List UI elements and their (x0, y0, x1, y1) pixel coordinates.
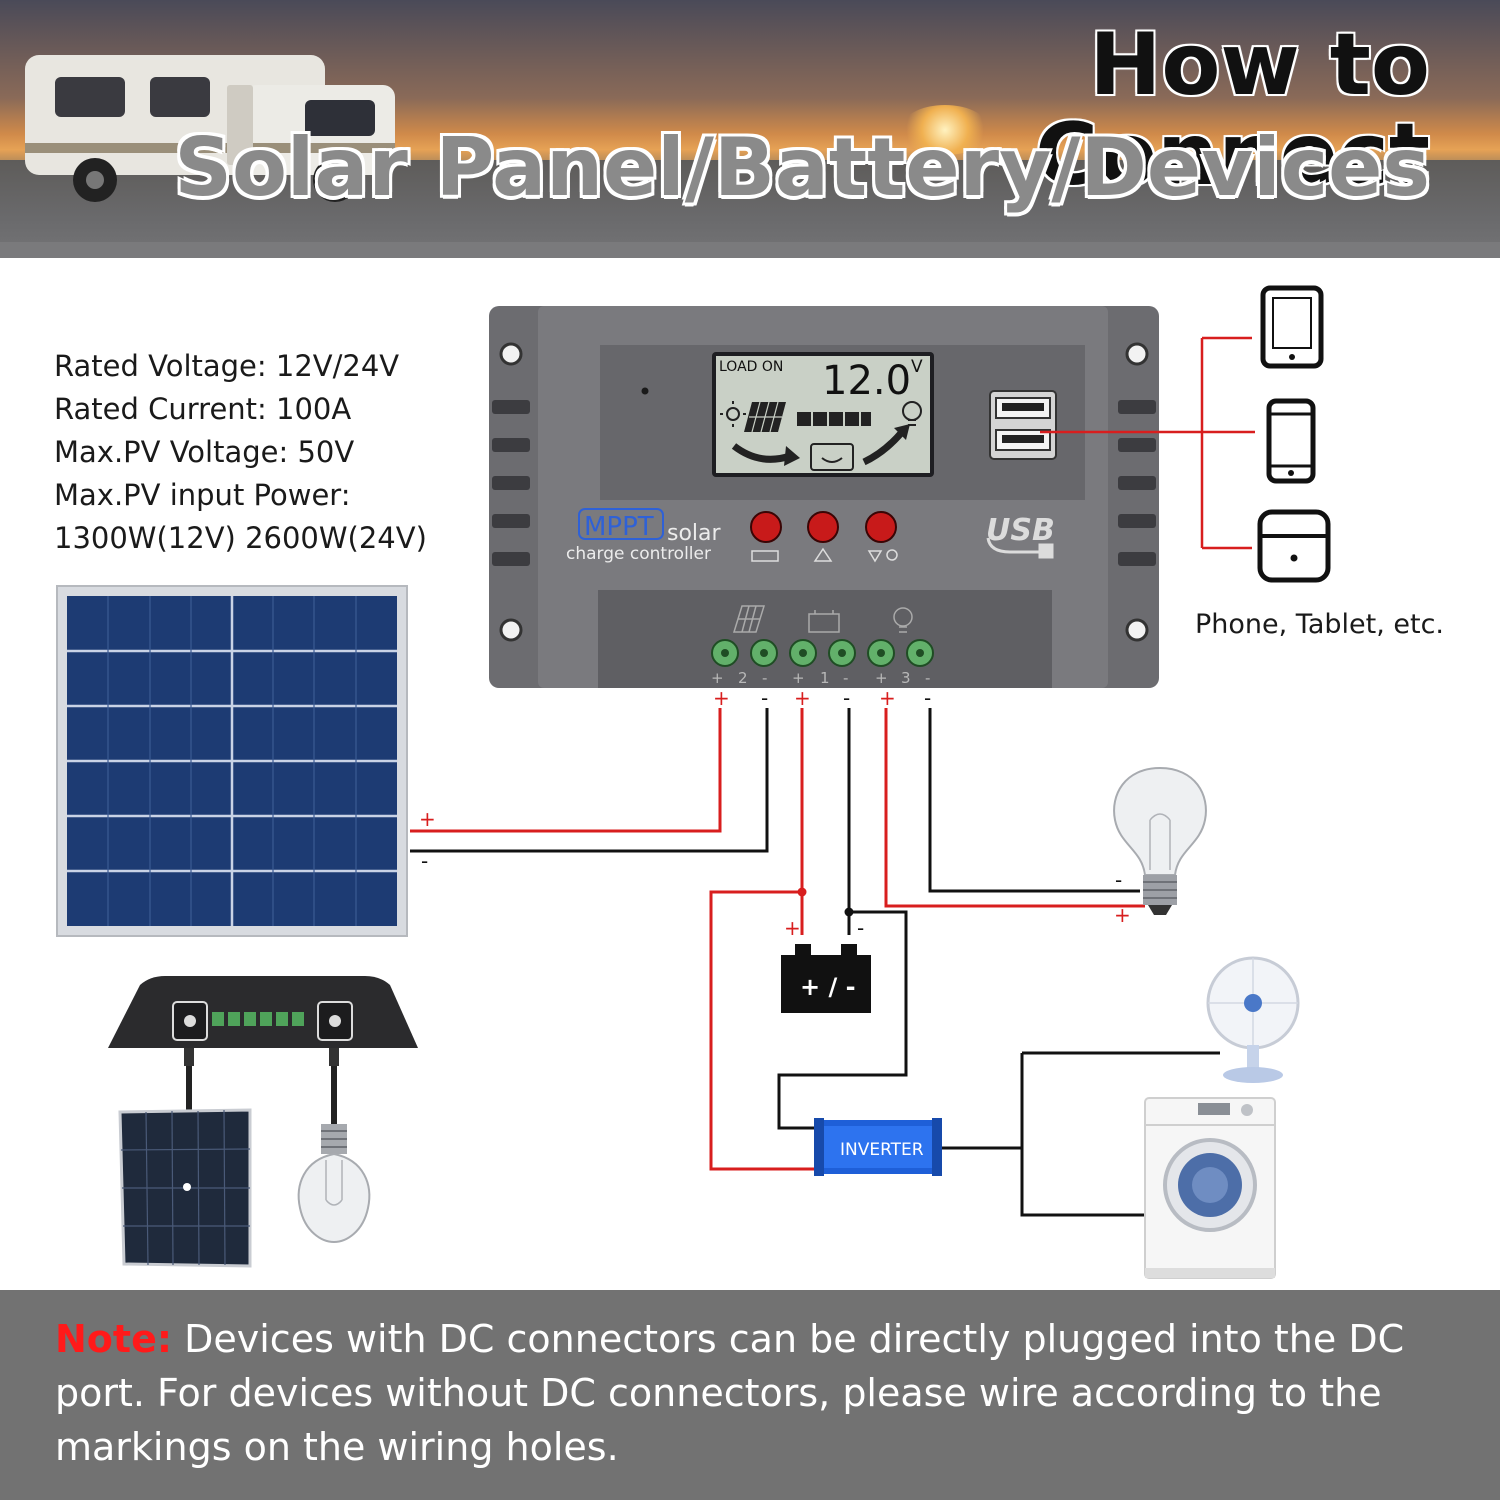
junction-dot-negative (844, 907, 854, 917)
header-banner (0, 0, 1500, 258)
load-positive-wire (884, 708, 1145, 908)
note-label: Note: (55, 1317, 173, 1361)
marker-plus: + (879, 686, 896, 710)
marker-minus: - (843, 686, 850, 710)
controller-subtitle: charge controller (566, 544, 711, 564)
junction-dot-positive (797, 887, 807, 897)
mini-solar-panel-icon (118, 1108, 252, 1268)
usb-icon (986, 537, 1054, 559)
mini-bulb-icon (297, 1124, 371, 1244)
lcd-voltage-readout: 12.0 (822, 358, 911, 404)
button-2-warning-icon (813, 547, 833, 562)
pv-negative-wire (410, 708, 769, 853)
lcd-arrow-left-icon (731, 443, 800, 466)
pv-positive-wire (410, 708, 722, 833)
terminal-label: - (925, 669, 930, 687)
spec-rated-voltage: Rated Voltage: 12V/24V (54, 349, 400, 383)
rv-camper-image (25, 55, 395, 202)
spec-max-pv-power-values: 1300W(12V) 2600W(24V) (54, 521, 427, 555)
spec-max-pv-power-label: Max.PV input Power: (54, 478, 351, 512)
lcd-status-text: LOAD ON (719, 359, 783, 375)
marker-minus: - (924, 686, 931, 710)
terminal-battery-icon (808, 610, 840, 633)
note-box (0, 1290, 1500, 1500)
sun-glow (900, 105, 990, 155)
polarity-markers: + - + - + - + - + - + - (419, 686, 1131, 940)
button-3-load-icon (867, 549, 898, 563)
phone-icon (1266, 398, 1316, 484)
dc-cables (184, 1048, 339, 1126)
battery-label: + / - (800, 973, 856, 1001)
marker-minus: - (421, 849, 428, 873)
terminal-bulb-icon (893, 607, 913, 633)
road-ground (0, 160, 1500, 258)
dc-hub-icon (108, 976, 418, 1048)
marker-plus: + (1114, 903, 1131, 927)
controller-button-1[interactable] (750, 511, 782, 543)
brand-text: MPPT (584, 512, 654, 542)
terminal-label: 2 (738, 669, 748, 687)
terminal-label: + (875, 669, 888, 687)
button-1-panel-icon (751, 550, 779, 562)
battery-icon (781, 944, 871, 1013)
lcd-battery-face-icon (810, 443, 854, 471)
terminal-panel-icon (732, 605, 766, 633)
tablet-icon (1260, 285, 1324, 369)
lcd-arrow-right-icon (862, 424, 910, 466)
header-bottom-stripe (0, 242, 1500, 258)
inverter-negative-wire (777, 910, 908, 1130)
marker-minus: - (857, 916, 864, 940)
marker-plus: + (713, 686, 730, 710)
brand-suffix-text: solar (667, 521, 722, 546)
terminal-labels: + 2 - + 1 - + 3 - (711, 669, 930, 687)
terminal-label: - (762, 669, 767, 687)
washing-machine-icon (1144, 1097, 1276, 1279)
marker-plus: + (784, 916, 801, 940)
terminal-label: 3 (901, 669, 911, 687)
fan-icon (1206, 956, 1300, 1083)
speaker-device-icon (1257, 509, 1331, 583)
terminal-label: 1 (820, 669, 830, 687)
spec-max-pv-voltage: Max.PV Voltage: 50V (54, 435, 355, 469)
lcd-battery-level-icon (797, 412, 871, 426)
controller-button-3[interactable] (865, 511, 897, 543)
lcd-sun-icon (720, 401, 746, 427)
wiring-lines (410, 708, 1220, 1217)
note-text: Note: Devices with DC connectors can be … (55, 1312, 1455, 1474)
marker-plus: + (794, 686, 811, 710)
ac-washer-wire (1020, 1053, 1145, 1217)
marker-minus: - (761, 686, 768, 710)
devices-caption: Phone, Tablet, etc. (1195, 609, 1444, 640)
lcd-unit: V (911, 357, 923, 377)
mppt-logo: MPPT (578, 508, 664, 542)
spec-list: Rated Voltage: 12V/24V Rated Current: 10… (54, 345, 474, 560)
title-line-2: Solar Panel/Battery/Devices (174, 121, 1430, 214)
usb-ports[interactable] (989, 390, 1057, 460)
controller-button-2[interactable] (807, 511, 839, 543)
terminal-label: + (711, 669, 724, 687)
terminal-label: + (792, 669, 805, 687)
note-body: Devices with DC connectors can be direct… (55, 1317, 1405, 1469)
marker-plus: + (419, 807, 436, 831)
usb-label: USB (986, 513, 1055, 548)
terminal-label: - (843, 669, 848, 687)
spec-rated-current: Rated Current: 100A (54, 392, 352, 426)
inverter-icon (814, 1118, 942, 1176)
lcd-panel-icon (744, 401, 786, 433)
marker-minus: - (1115, 868, 1122, 892)
title-line-1: How to Connect (1034, 15, 1430, 205)
light-bulb-icon (1113, 766, 1207, 915)
inverter-positive-wire (709, 890, 818, 1171)
inverter-label: INVERTER (840, 1140, 924, 1160)
usb-device-wires (1040, 336, 1255, 550)
terminal-block (711, 639, 934, 667)
solar-panel-icon (56, 585, 408, 937)
load-negative-wire (928, 708, 1140, 893)
